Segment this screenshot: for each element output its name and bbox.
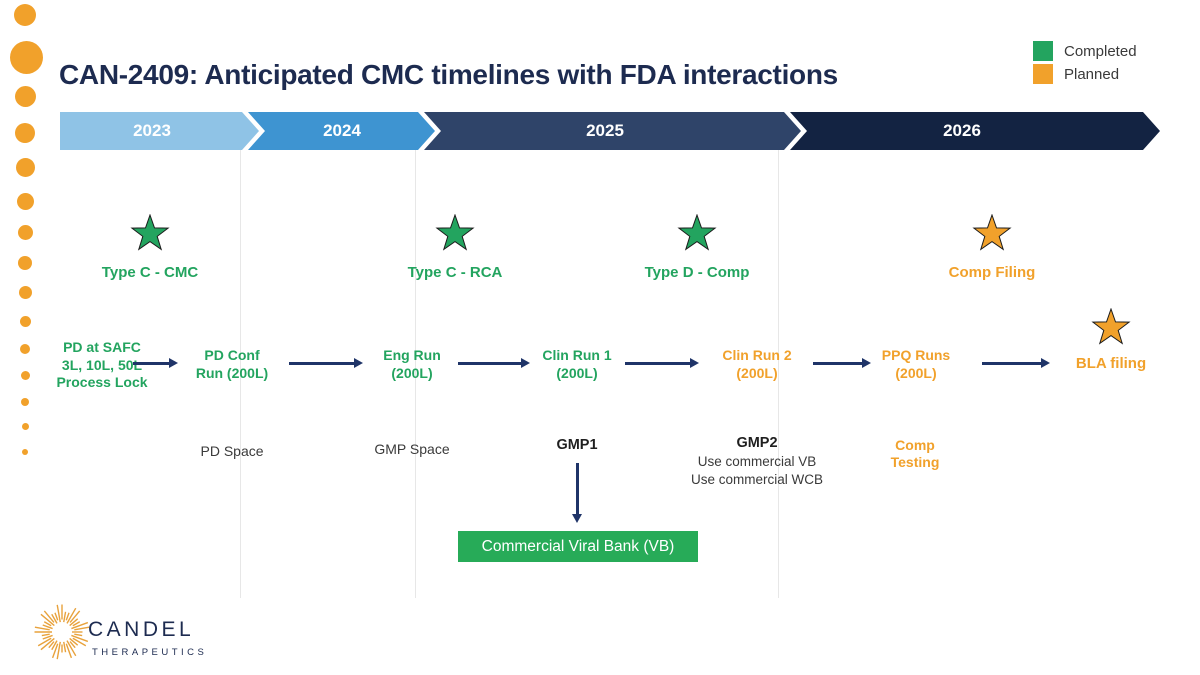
flow-arrow-icon bbox=[625, 362, 691, 365]
fda-interaction-label: Type C - CMC bbox=[101, 264, 199, 281]
dot-icon bbox=[20, 344, 30, 354]
dot-icon bbox=[18, 286, 32, 299]
logo-subtitle: THERAPEUTICS bbox=[92, 647, 208, 658]
milestone: BLA filing bbox=[1075, 355, 1147, 372]
milestone: PD Conf Run (200L) bbox=[195, 347, 269, 381]
star-icon bbox=[130, 214, 170, 251]
milestone: PD at SAFC 3L, 10L, 50L Process Lock bbox=[56, 339, 148, 390]
star-icon bbox=[1091, 308, 1131, 345]
star-shape bbox=[972, 214, 1012, 251]
year-chevron-2024 bbox=[248, 112, 435, 150]
completed-swatch-icon bbox=[1033, 41, 1053, 61]
year-label-2024: 2024 bbox=[323, 121, 361, 140]
star-icon bbox=[972, 214, 1012, 251]
year-label-2023: 2023 bbox=[133, 121, 171, 140]
facility-note: Use commercial VB Use commercial WCB bbox=[690, 454, 824, 487]
facility-label: GMP1 bbox=[556, 437, 598, 453]
year-label-2025: 2025 bbox=[586, 121, 624, 140]
facility-label: Comp Testing bbox=[890, 437, 940, 470]
year-divider bbox=[778, 150, 779, 598]
dot-icon bbox=[15, 158, 35, 177]
legend-label: Completed bbox=[1064, 42, 1137, 60]
star-shape bbox=[435, 214, 475, 251]
down-arrow-icon bbox=[576, 463, 579, 515]
dot-icon bbox=[14, 86, 36, 107]
year-chevron-2025 bbox=[424, 112, 801, 150]
fda-interaction-label: Comp Filing bbox=[948, 264, 1036, 281]
flow-arrow-icon bbox=[133, 362, 170, 365]
dot-icon bbox=[16, 193, 34, 210]
year-chevron-2026 bbox=[790, 112, 1160, 150]
legend: Completed Planned bbox=[1033, 40, 1137, 86]
dot-icon bbox=[18, 256, 32, 270]
facility-label: GMP Space bbox=[374, 441, 450, 457]
viral-bank-box: Commercial Viral Bank (VB) bbox=[458, 531, 698, 562]
star-icon bbox=[677, 214, 717, 251]
star-shape bbox=[1091, 308, 1131, 345]
fda-interaction-label: Type C - RCA bbox=[407, 264, 503, 281]
dot-icon bbox=[21, 398, 29, 406]
dot-icon bbox=[17, 225, 33, 240]
milestone: Clin Run 1 (200L) bbox=[542, 347, 612, 381]
dot-icon bbox=[22, 449, 28, 455]
flow-arrow-icon bbox=[813, 362, 863, 365]
page-title: CAN-2409: Anticipated CMC timelines with… bbox=[59, 58, 838, 90]
star-shape bbox=[677, 214, 717, 251]
facility-label: PD Space bbox=[200, 443, 264, 459]
dot-icon bbox=[15, 123, 35, 143]
dot-icon bbox=[20, 371, 30, 380]
milestone: Eng Run (200L) bbox=[383, 347, 441, 381]
year-chevron-2023 bbox=[60, 112, 259, 150]
star-shape bbox=[130, 214, 170, 251]
flow-arrow-icon bbox=[458, 362, 522, 365]
sunburst-icon bbox=[34, 604, 90, 660]
fda-interaction-label: Type D - Comp bbox=[644, 264, 750, 281]
legend-item-planned: Planned bbox=[1033, 63, 1137, 85]
timeline-bar bbox=[60, 112, 1160, 150]
year-divider bbox=[240, 150, 241, 598]
dot-icon bbox=[14, 4, 36, 26]
milestone: Clin Run 2 (200L) bbox=[722, 347, 792, 381]
legend-item-completed: Completed bbox=[1033, 40, 1137, 62]
dot-icon bbox=[21, 423, 29, 430]
year-divider bbox=[415, 150, 416, 598]
facility-label: GMP2 bbox=[736, 435, 778, 451]
logo-name: CANDEL bbox=[88, 618, 195, 641]
flow-arrow-icon bbox=[289, 362, 355, 365]
legend-label: Planned bbox=[1064, 65, 1120, 83]
year-label-2026: 2026 bbox=[943, 121, 981, 140]
flow-arrow-icon bbox=[982, 362, 1042, 365]
milestone: PPQ Runs (200L) bbox=[881, 347, 951, 381]
star-icon bbox=[435, 214, 475, 251]
dot-icon bbox=[19, 316, 31, 327]
planned-swatch-icon bbox=[1033, 64, 1053, 84]
dot-icon bbox=[10, 41, 43, 74]
